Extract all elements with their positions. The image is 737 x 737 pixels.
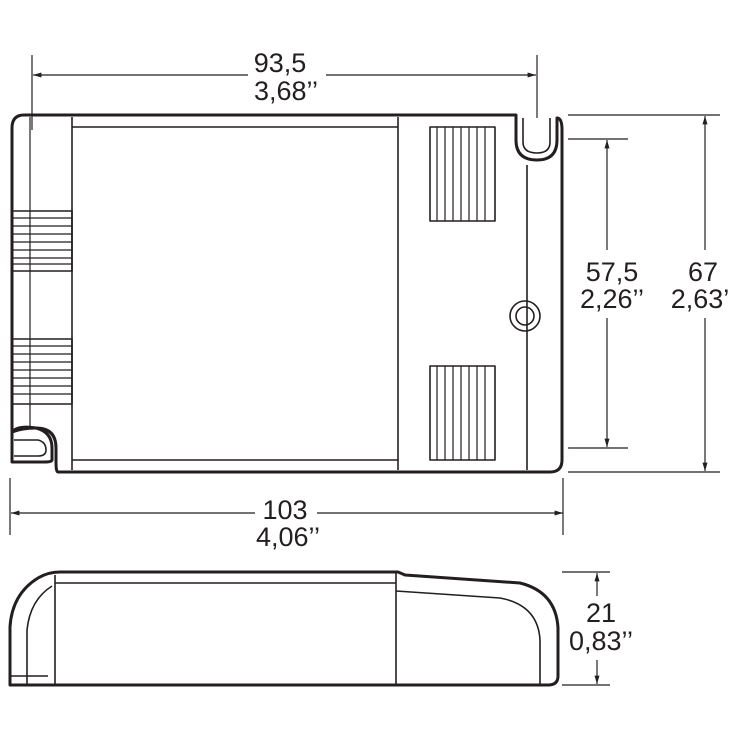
dim-top-width-mm: 93,5 — [254, 48, 307, 78]
mounting-slot-right — [522, 118, 551, 154]
dim-bottom-width-mm: 103 — [262, 495, 307, 525]
mounting-slot-left — [10, 425, 54, 464]
screw-hole-inner — [515, 306, 535, 326]
dim-top-width: 93,5 3,68’’ — [31, 48, 538, 130]
side-view-cover-edge — [395, 590, 541, 684]
dim-inner-height-in: 2,26’’ — [580, 284, 644, 314]
side-view — [8, 570, 560, 687]
dim-top-width-in: 3,68’’ — [254, 76, 318, 106]
dim-side-height-in: 0,83’’ — [569, 626, 633, 656]
dim-inner-height: 57,5 2,26’’ — [568, 138, 644, 449]
mounting-slot-left-inner — [14, 439, 47, 457]
dim-side-height-mm: 21 — [586, 598, 616, 628]
dim-outer-height-in: 2,63’ — [671, 284, 730, 314]
side-view-outline — [8, 570, 560, 687]
top-view-outline — [10, 113, 564, 474]
dim-side-height: 21 0,83’’ — [562, 571, 633, 686]
screw-hole-outer — [509, 300, 541, 332]
dim-bottom-width-in: 4,06’’ — [256, 522, 320, 552]
dim-bottom-width: 103 4,06’’ — [9, 478, 564, 552]
left-clamp-bottom — [11, 338, 73, 405]
dim-inner-height-mm: 57,5 — [586, 257, 639, 287]
top-view — [10, 113, 564, 474]
right-terminal-bottom — [429, 365, 496, 461]
dim-outer-height-mm: 67 — [688, 257, 718, 287]
right-terminal-top — [429, 126, 496, 222]
side-view-left-inner — [26, 585, 53, 684]
left-clamp-top — [11, 210, 73, 272]
dim-outer-height: 67 2,63’ — [568, 114, 730, 473]
